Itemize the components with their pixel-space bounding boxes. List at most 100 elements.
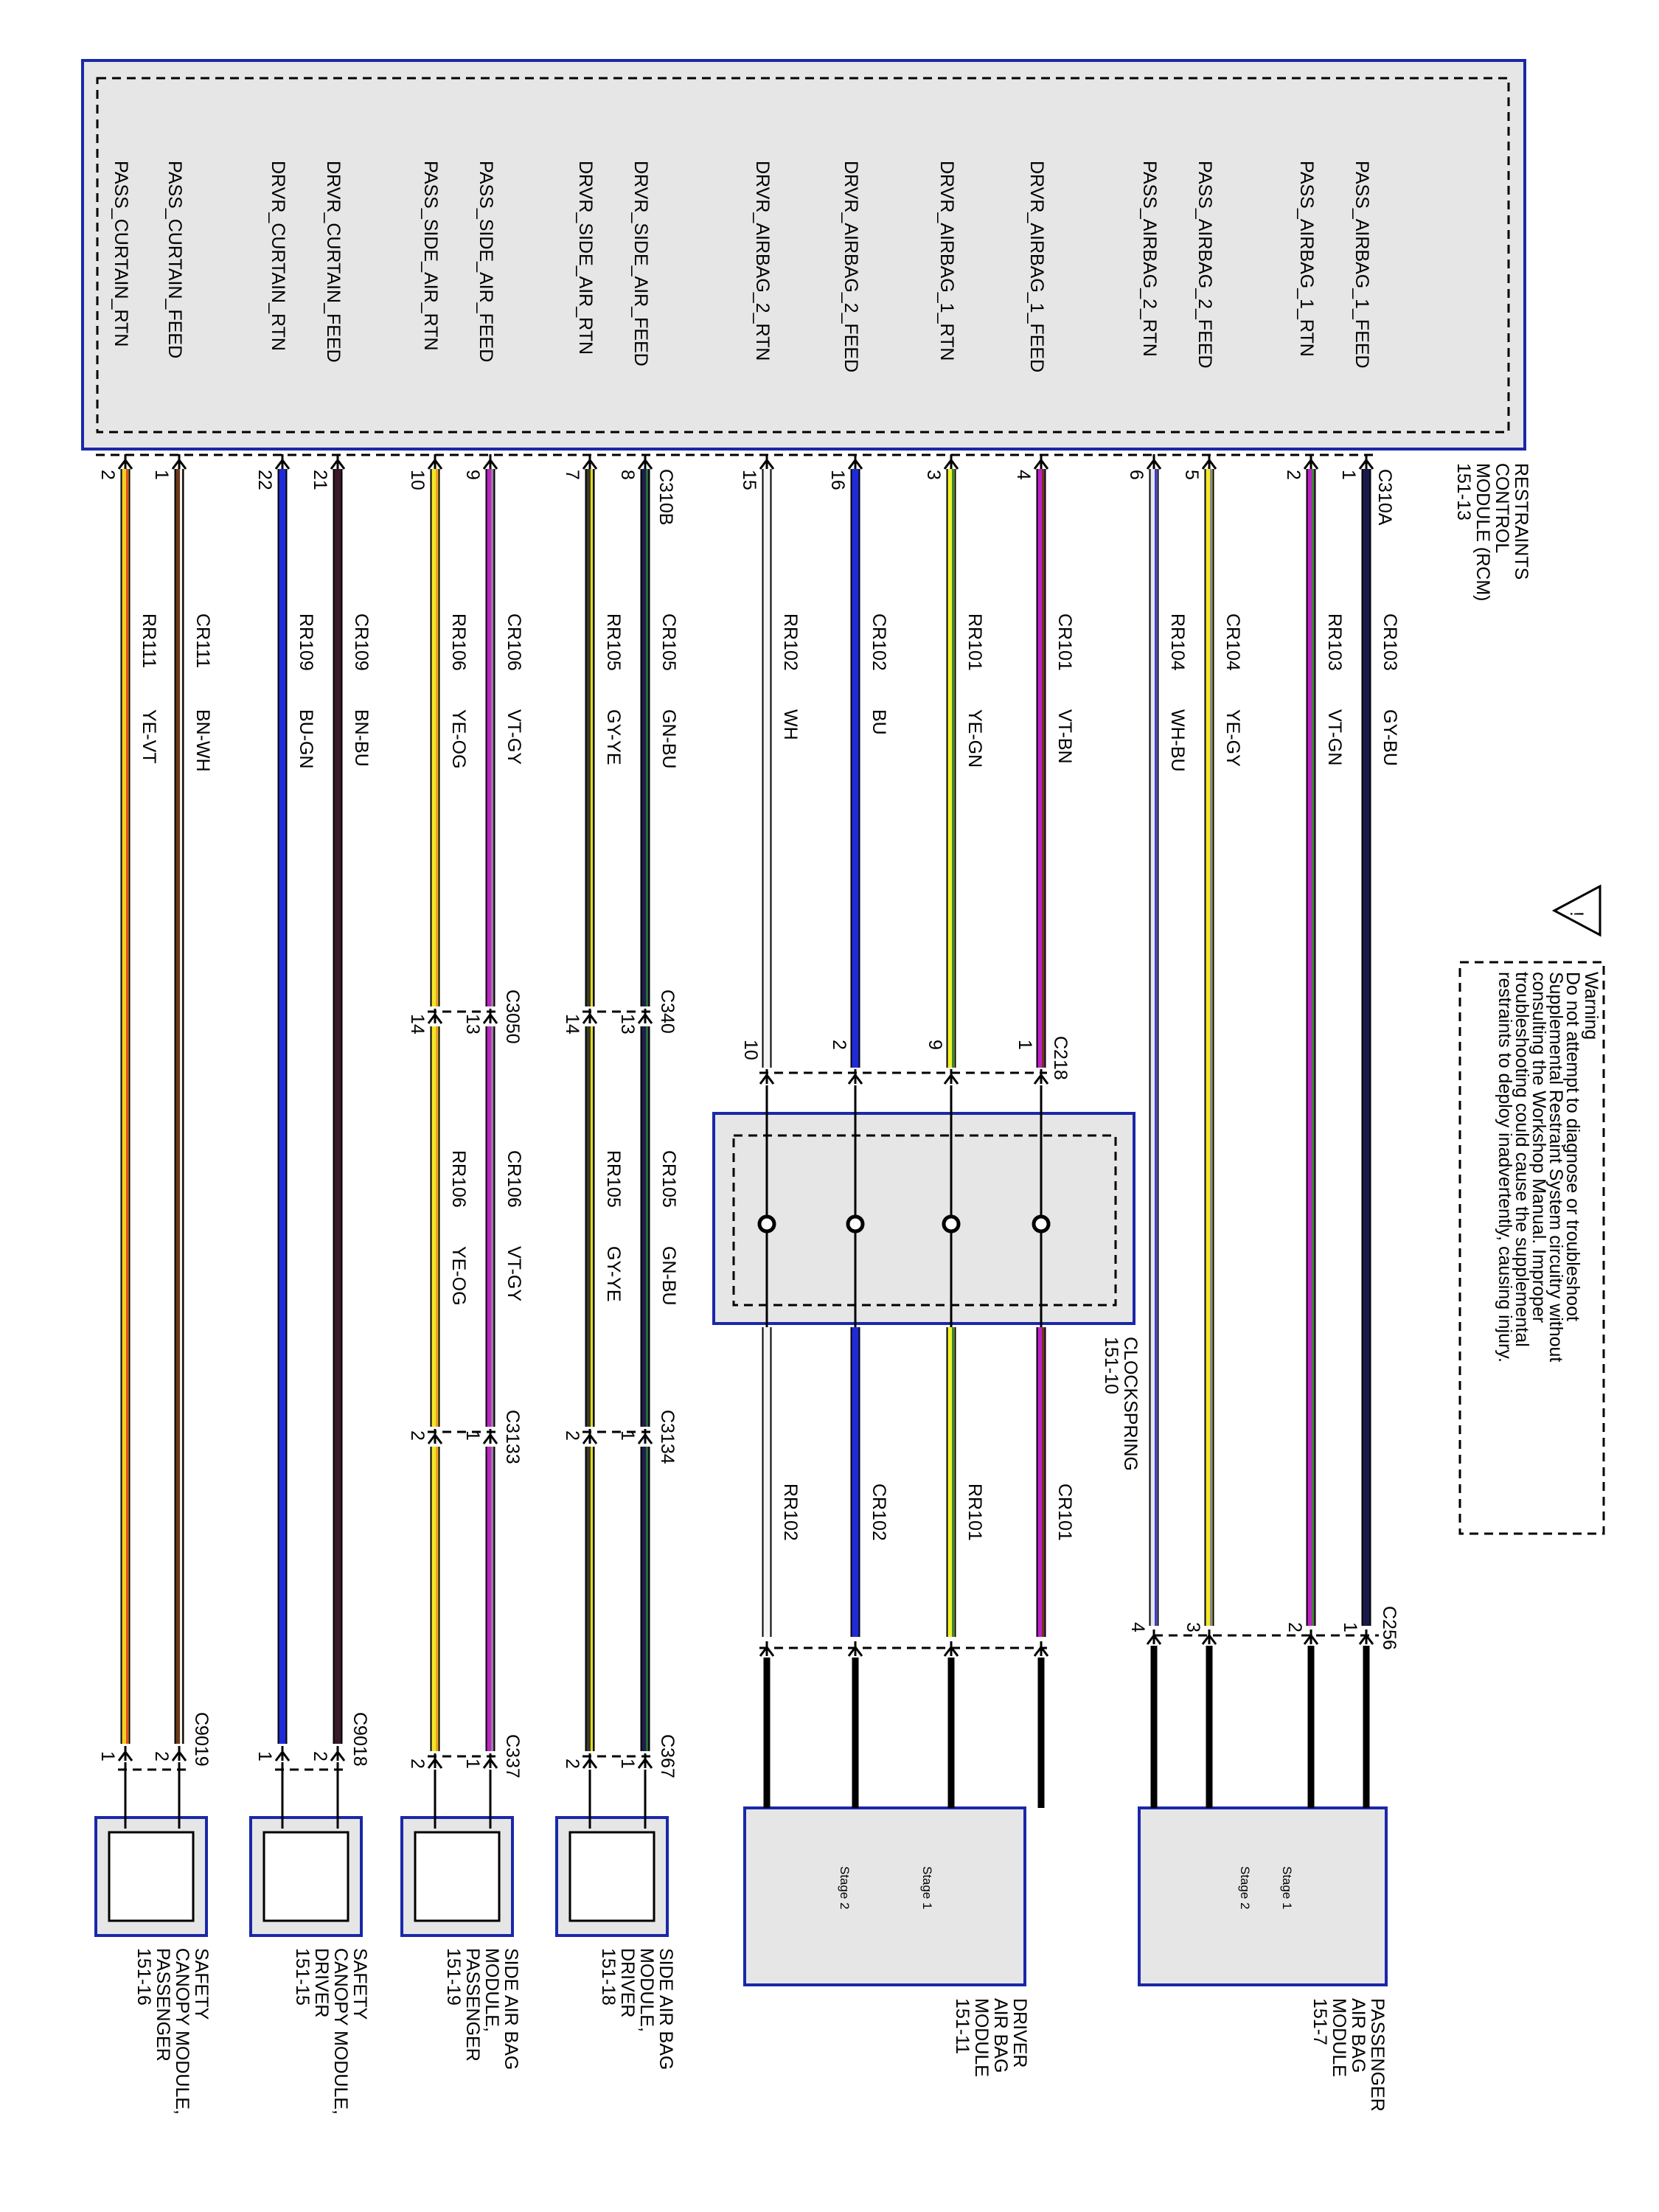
connector-c310a-label: C310A bbox=[1374, 469, 1395, 526]
passenger-airbag-label: PASSENGER bbox=[1367, 1998, 1388, 2112]
warning-exclaim-icon: ! bbox=[1566, 911, 1587, 917]
c31xx-connector-label: C3134 bbox=[657, 1410, 678, 1464]
wire-color-label: VT-GY bbox=[504, 1246, 524, 1301]
rcm-pin-number: 1 bbox=[151, 470, 172, 480]
rcm-signal-label: PASS_SIDE_AIR_FEED bbox=[476, 161, 496, 362]
wire-circuit-label: CR104 bbox=[1222, 613, 1243, 671]
side-airbag-driver-label: 151-18 bbox=[598, 1948, 619, 2006]
clockspring-contact-icon bbox=[942, 1214, 961, 1234]
wire-circuit-label: CR101 bbox=[1054, 613, 1075, 671]
driver-airbag-label: DRIVER bbox=[1009, 1998, 1030, 2067]
c256-pin-number: 3 bbox=[1183, 1622, 1203, 1632]
safety-canopy-passenger-label: SAFETY bbox=[191, 1948, 212, 2020]
mid-connector-label: C3050 bbox=[502, 990, 523, 1044]
curtain-connector-label: C9019 bbox=[191, 1712, 212, 1767]
curtain-pin-number: 2 bbox=[151, 1751, 172, 1761]
c31xx-connector-label: C3133 bbox=[502, 1410, 523, 1464]
rcm-signal-label: DRVR_AIRBAG_1_RTN bbox=[936, 161, 957, 361]
wire-color-label: BN-BU bbox=[351, 709, 372, 767]
side-module-inner bbox=[414, 1831, 501, 1922]
wire-circuit-label: CR102 bbox=[869, 1484, 889, 1541]
rcm-signal-label: PASS_AIRBAG_1_RTN bbox=[1296, 161, 1317, 357]
c218-pin-number: 10 bbox=[740, 1040, 761, 1060]
wire-circuit-label: CR105 bbox=[658, 1150, 679, 1208]
c256-pin-number: 1 bbox=[1340, 1622, 1360, 1632]
warning-line: troubleshooting could cause the suppleme… bbox=[1512, 972, 1532, 1347]
wire-color-label: WH-BU bbox=[1167, 709, 1188, 772]
wire-circuit-label: CR106 bbox=[504, 1150, 524, 1208]
clockspring-box bbox=[712, 1112, 1135, 1325]
rcm-pin-number: 7 bbox=[562, 470, 582, 480]
wire-color-label: VT-BN bbox=[1054, 709, 1075, 764]
rcm-pin-number: 15 bbox=[739, 470, 759, 490]
wire-color-label: GY-YE bbox=[603, 709, 624, 765]
wire-color-label: WH bbox=[780, 709, 801, 740]
c31xx-pin-number: 1 bbox=[462, 1430, 483, 1441]
safety-canopy-driver-label: DRIVER bbox=[311, 1948, 332, 2017]
rcm-signal-label: DRVR_SIDE_AIR_RTN bbox=[575, 161, 596, 355]
mid-connector-label: C340 bbox=[657, 990, 678, 1034]
side-airbag-driver-label: SIDE AIR BAG bbox=[655, 1948, 676, 2070]
curtain-connector-label: C9018 bbox=[349, 1712, 370, 1767]
rcm-signal-label: PASS_AIRBAG_2_RTN bbox=[1139, 161, 1160, 357]
warning-line: Do not attempt to diagnose or troublesho… bbox=[1562, 972, 1583, 1321]
safety-canopy-passenger-label: 151-16 bbox=[133, 1948, 154, 2006]
side-module-inner bbox=[568, 1831, 655, 1922]
rcm-inner-dashed bbox=[96, 77, 1510, 434]
c31xx-pin-number: 2 bbox=[562, 1430, 582, 1441]
c31xx-pin-number: 2 bbox=[407, 1430, 428, 1441]
wire-circuit-label: RR111 bbox=[139, 613, 159, 668]
rcm-signal-label: DRVR_CURTAIN_FEED bbox=[323, 161, 344, 363]
rcm-pin-number: 16 bbox=[827, 470, 848, 490]
passenger-airbag-label: 151-7 bbox=[1310, 1998, 1330, 2045]
wire-circuit-label: RR103 bbox=[1324, 613, 1345, 671]
driver-airbag-box bbox=[743, 1806, 1026, 1986]
wire-color-label: GN-BU bbox=[658, 1246, 679, 1306]
rcm-label: RESTRAINTS bbox=[1511, 463, 1531, 580]
wire-color-label: GN-BU bbox=[658, 709, 679, 769]
c31xx-pin-number: 1 bbox=[617, 1430, 638, 1441]
wire-circuit-label: CR105 bbox=[658, 613, 679, 671]
wire-circuit-label: RR104 bbox=[1167, 613, 1188, 671]
rcm-label: CONTROL bbox=[1492, 463, 1512, 553]
connector-c310b-label: C310B bbox=[655, 469, 676, 525]
wire-color-label: YE-OG bbox=[448, 1246, 469, 1306]
wire-circuit-label: CR102 bbox=[869, 613, 889, 671]
mid-pin-number: 13 bbox=[617, 1014, 638, 1034]
clockspring-contact-icon bbox=[1032, 1214, 1051, 1234]
wire-circuit-label: CR103 bbox=[1380, 613, 1400, 671]
rcm-pin-number: 10 bbox=[407, 470, 428, 490]
wire-circuit-label: RR106 bbox=[448, 613, 469, 671]
side-airbag-driver-label: DRIVER bbox=[617, 1948, 638, 2017]
rcm-signal-label: PASS_CURTAIN_RTN bbox=[111, 161, 131, 347]
rcm-label: MODULE (RCM) bbox=[1472, 463, 1493, 602]
rcm-signal-label: PASS_CURTAIN_FEED bbox=[164, 161, 185, 358]
wire-color-label: VT-GN bbox=[1324, 709, 1345, 765]
rcm-signal-label: PASS_SIDE_AIR_RTN bbox=[420, 161, 441, 351]
warning-box bbox=[1458, 961, 1605, 1535]
warning-line: restraints to deploy inadvertently, caus… bbox=[1495, 972, 1515, 1363]
c256-pin-number: 2 bbox=[1284, 1622, 1305, 1632]
clockspring-inner-dashed bbox=[732, 1134, 1117, 1307]
passenger-airbag-box bbox=[1138, 1806, 1388, 1986]
module-connector-label: C367 bbox=[657, 1734, 678, 1778]
clockspring-contact-icon bbox=[846, 1214, 865, 1234]
c218-pin-number: 1 bbox=[1015, 1040, 1035, 1050]
c218-pin-number: 9 bbox=[925, 1040, 945, 1050]
module-pin-number: 1 bbox=[617, 1759, 638, 1769]
module-pin-number: 2 bbox=[562, 1759, 582, 1769]
c256-pin-number: 4 bbox=[1127, 1622, 1148, 1632]
rcm-pin-number: 21 bbox=[310, 470, 330, 490]
rcm-signal-label: PASS_AIRBAG_1_FEED bbox=[1352, 161, 1372, 369]
wire-circuit-label: CR111 bbox=[192, 613, 213, 668]
side-airbag-passenger-label: 151-19 bbox=[443, 1948, 464, 2006]
rcm-signal-label: PASS_AIRBAG_2_FEED bbox=[1194, 161, 1215, 369]
wire-color-label: VT-GY bbox=[504, 709, 524, 765]
rcm-signal-label: DRVR_AIRBAG_2_FEED bbox=[841, 161, 861, 372]
wire-color-label: GY-BU bbox=[1380, 709, 1400, 766]
canopy-module-inner bbox=[262, 1831, 349, 1922]
curtain-pin-number: 1 bbox=[254, 1751, 275, 1761]
mid-pin-number: 14 bbox=[407, 1014, 428, 1034]
